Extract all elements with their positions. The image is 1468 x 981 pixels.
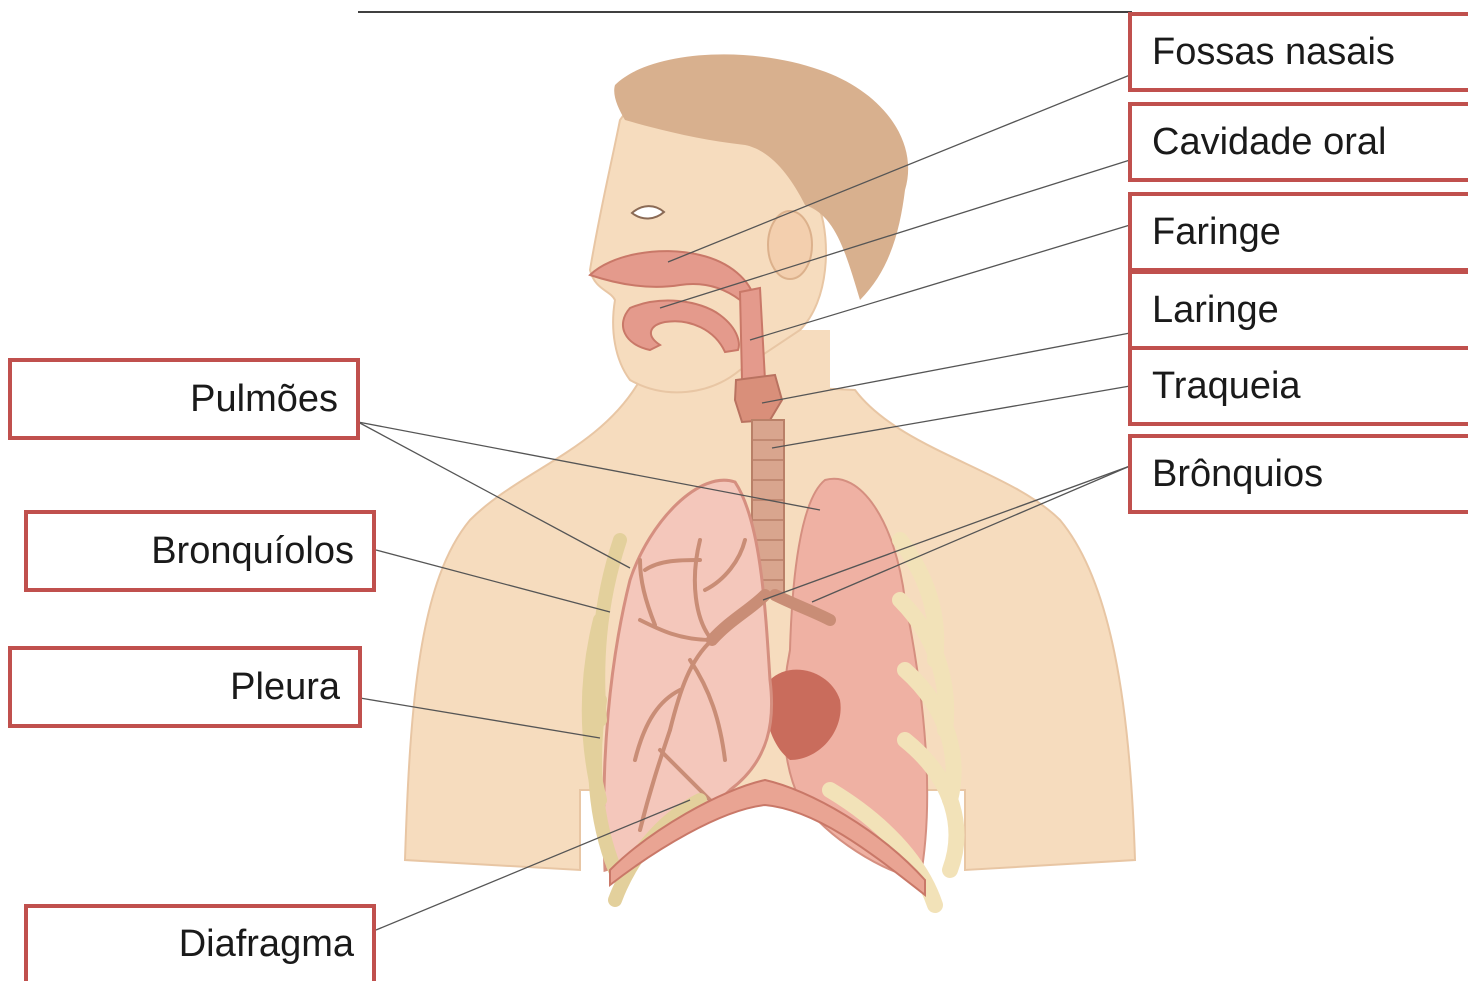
label-cavidade-oral: Cavidade oral — [1128, 102, 1468, 182]
label-bronquiolos-text: Bronquíolos — [151, 530, 354, 573]
label-pleura-text: Pleura — [230, 666, 340, 709]
label-laringe: Laringe — [1128, 270, 1468, 350]
label-pulmoes-text: Pulmões — [190, 378, 338, 421]
label-fossas-nasais-text: Fossas nasais — [1152, 31, 1395, 74]
label-laringe-text: Laringe — [1152, 289, 1279, 332]
label-bronquiolos: Bronquíolos — [24, 510, 376, 592]
label-bronquios-text: Brônquios — [1152, 453, 1323, 496]
label-traqueia-text: Traqueia — [1152, 365, 1301, 408]
label-fossas-nasais: Fossas nasais — [1128, 12, 1468, 92]
label-pleura: Pleura — [8, 646, 362, 728]
label-diafragma: Diafragma — [24, 904, 376, 981]
label-traqueia: Traqueia — [1128, 346, 1468, 426]
label-pulmoes: Pulmões — [8, 358, 360, 440]
label-faringe: Faringe — [1128, 192, 1468, 272]
label-cavidade-oral-text: Cavidade oral — [1152, 121, 1386, 164]
label-faringe-text: Faringe — [1152, 211, 1281, 254]
ear — [768, 211, 812, 279]
label-bronquios: Brônquios — [1128, 434, 1468, 514]
pharynx — [740, 288, 765, 380]
label-diafragma-text: Diafragma — [179, 923, 354, 966]
